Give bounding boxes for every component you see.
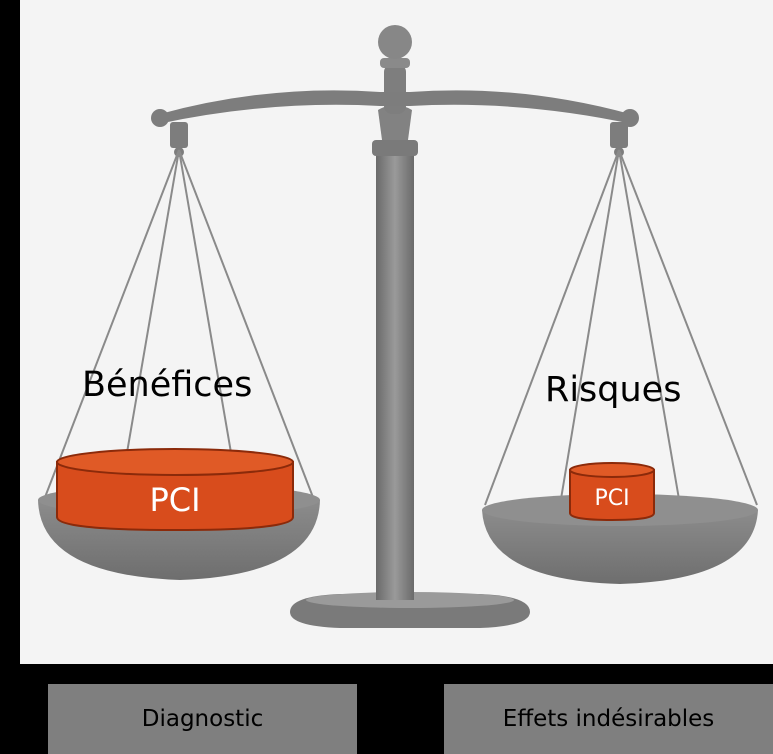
risks-label: Risques [545,370,682,410]
scale-pole [372,25,418,600]
side-effects-box: Effets indésirables [444,684,773,754]
left-hanger [41,122,317,506]
right-weight [569,462,655,522]
left-weight [56,448,294,532]
scale-beam [151,90,639,127]
right-pan [482,494,758,584]
left-weight-label: PCI [149,481,200,519]
right-hanger [484,122,758,506]
benefits-label: Bénéfices [82,365,253,405]
right-weight-label: PCI [594,486,629,511]
balance-scale-illustration: PCI PCI Bénéfices Risques [20,0,773,664]
side-effects-label: Effets indésirables [502,706,715,732]
balance-scale-icon: PCI PCI [38,25,758,628]
diagnostic-box: Diagnostic [48,684,357,754]
diagnostic-label: Diagnostic [141,706,264,732]
